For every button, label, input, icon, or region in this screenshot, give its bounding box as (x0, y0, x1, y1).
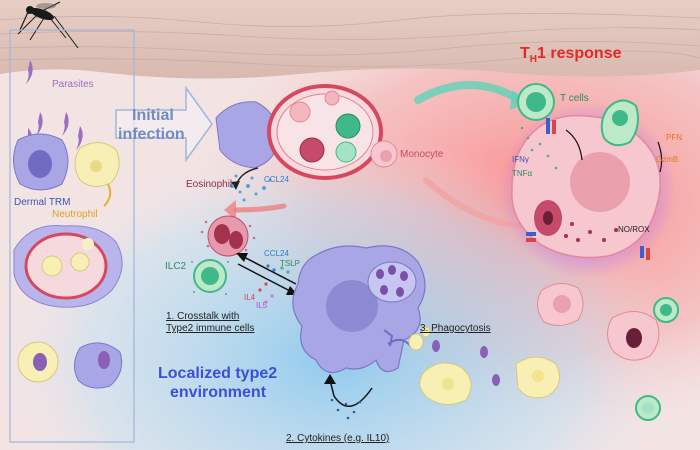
ccl24-dots-top (230, 174, 272, 202)
ilc2-cell (193, 259, 227, 293)
crosstalk-label-1: 1. Crosstalk with (166, 311, 240, 322)
initial-label: Initial (132, 107, 174, 124)
tnfa-label: TNFα (512, 169, 533, 178)
dermal-trm-label: Dermal TRM (14, 197, 71, 208)
crosstalk-arrow-2 (241, 255, 297, 285)
cytokine-loop-arrow (329, 379, 373, 407)
pfn-label: PFN (666, 133, 682, 142)
receptor-icons (526, 118, 650, 260)
ifng-label: IFNγ (512, 155, 529, 164)
crosstalk-arrow-1 (237, 263, 293, 293)
crosstalk-arrowhead-2 (236, 253, 248, 262)
cytokines-label: 2. Cytokines (e.g. IL10) (286, 433, 390, 444)
environment-label: environment (170, 384, 267, 401)
phagocytosis-parasites (432, 340, 500, 386)
cytokine-loop-arrowhead (324, 374, 336, 384)
infected-target-cell (500, 102, 676, 278)
inset-bottom-cells (17, 341, 123, 389)
parasites-label: Parasites (52, 79, 94, 90)
monocyte-label: Monocyte (400, 149, 444, 160)
right-lower-cells (537, 283, 679, 421)
neutrophil-arrow (103, 183, 112, 207)
ccl24-top-label: CCL24 (264, 175, 289, 184)
localized-type2-label: Localized type2 (158, 365, 278, 382)
ilc2-label: ILC2 (165, 261, 187, 272)
initial-infection-arrow (115, 85, 213, 163)
eosinophil-cell (200, 215, 256, 257)
monocyte-cell (370, 140, 398, 168)
t-cells-label: T cells (560, 93, 589, 104)
gzmb-label: GzmB (656, 155, 679, 164)
eosinophil-migration-arrow (233, 203, 287, 213)
central-vessel (215, 84, 383, 180)
neutrophil-label: Neutrophil (52, 209, 98, 220)
mosquito-icon (17, 1, 79, 49)
eosinophil-migration-arrowhead (224, 200, 236, 220)
ifng-dots (520, 126, 558, 170)
tslp-label: TSLP (280, 259, 301, 268)
th1-response-label: TH1 response (520, 45, 622, 66)
ccl24-mid-label: CCL24 (264, 249, 289, 258)
il5-label: IL5 (256, 301, 268, 310)
inset-vessel (13, 225, 123, 308)
il4-label: IL4 (244, 293, 256, 302)
neutrophil-cell (74, 142, 120, 187)
infection-label: infection (118, 126, 185, 143)
t-cell-1 (517, 83, 555, 121)
cytokine-dots (258, 264, 290, 304)
crosstalk-label-2: Type2 immune cells (166, 323, 255, 334)
initial-inset-box (9, 29, 135, 443)
no-rox-label: NO/ROX (618, 225, 650, 234)
dermal-trm-cell (13, 133, 69, 191)
eosinophil-arrowhead (231, 181, 240, 190)
t-cell-2 (600, 99, 639, 147)
skin-texture (0, 13, 700, 68)
debris-cells (419, 356, 561, 405)
pfn-arrow (657, 141, 663, 173)
il10-dots (330, 398, 362, 420)
eosinophil-label: Eosinophil (186, 179, 233, 190)
ifng-arrow (565, 129, 583, 161)
macrophage-cell (292, 245, 431, 374)
ilc2-dots (191, 261, 229, 295)
tcell-migration-arrow (414, 81, 524, 104)
phagocytosis-label: 3. Phagocytosis (420, 323, 491, 334)
